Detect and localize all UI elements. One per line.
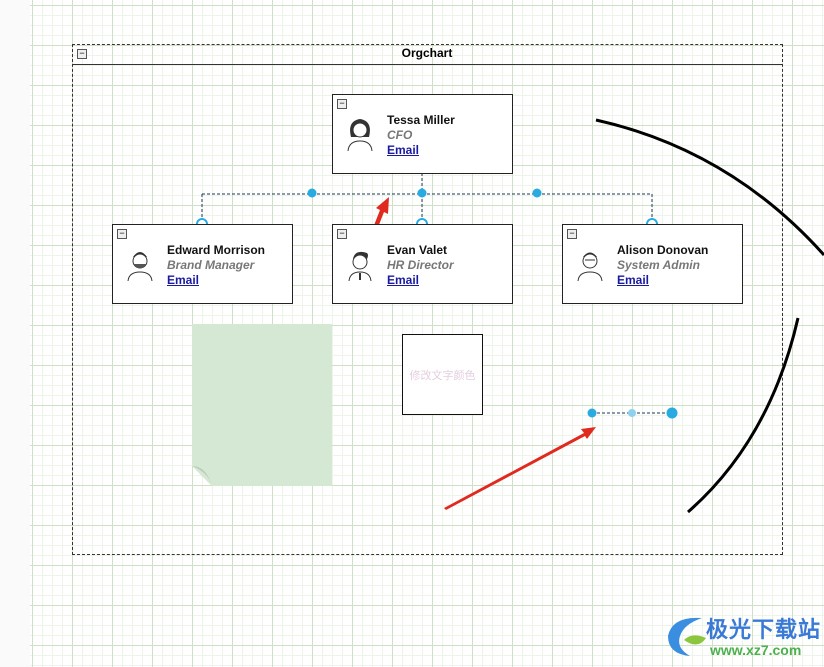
email-link[interactable]: Email <box>387 273 420 287</box>
handle <box>587 408 597 418</box>
email-link[interactable]: Email <box>167 273 200 287</box>
collapse-button[interactable]: − <box>117 229 127 239</box>
org-card-evan-valet[interactable]: − Evan Valet HR Director Email <box>332 224 513 304</box>
watermark-logo: 极光下载站 www.xz7.com <box>662 608 822 664</box>
collapse-button[interactable]: − <box>567 229 577 239</box>
container-title: Orgchart <box>401 46 453 60</box>
email-link[interactable]: Email <box>387 143 420 157</box>
female-avatar-icon <box>347 119 373 151</box>
handle <box>532 188 542 198</box>
sticky-note-shape[interactable] <box>192 324 332 486</box>
orgchart-container[interactable] <box>72 44 783 555</box>
handle <box>307 188 317 198</box>
card-name: Alison Donovan <box>617 243 709 257</box>
arrow-annotation <box>444 427 596 510</box>
handle <box>628 409 636 417</box>
org-connector <box>201 163 653 224</box>
text-shape-label: 修改文字颜色 <box>409 369 476 382</box>
card-role: Brand Manager <box>167 258 255 272</box>
card-name: Evan Valet <box>387 243 448 257</box>
card-role: CFO <box>387 128 413 142</box>
watermark-url: www.xz7.com <box>710 642 802 658</box>
text-shape[interactable]: 修改文字颜色 <box>402 334 483 415</box>
male-avatar-icon <box>348 251 372 281</box>
curve-line <box>595 118 824 257</box>
handle <box>417 188 427 198</box>
card-role: System Admin <box>617 258 700 272</box>
card-name: Edward Morrison <box>167 243 266 257</box>
collapse-button[interactable]: − <box>337 99 347 109</box>
org-card-alison-donovan[interactable]: − Alison Donovan System Admin Email <box>562 224 743 304</box>
card-name: Tessa Miller <box>387 113 455 127</box>
collapse-button[interactable]: − <box>77 49 87 59</box>
male-avatar-icon <box>127 252 153 281</box>
curve-line <box>687 317 800 514</box>
watermark-brand: 极光下载站 <box>706 617 822 642</box>
card-role: HR Director <box>387 258 454 272</box>
email-link[interactable]: Email <box>617 273 650 287</box>
org-card-tessa-miller[interactable]: − Tessa Miller CFO Email <box>332 94 513 174</box>
container-header[interactable]: Orgchart <box>72 44 782 65</box>
collapse-button[interactable]: − <box>337 229 347 239</box>
logo-swirl-icon <box>668 617 706 656</box>
handle <box>666 407 678 419</box>
male-avatar-icon <box>577 252 603 281</box>
org-card-edward-morrison[interactable]: − Edward Morrison Brand Manager Email <box>112 224 293 304</box>
